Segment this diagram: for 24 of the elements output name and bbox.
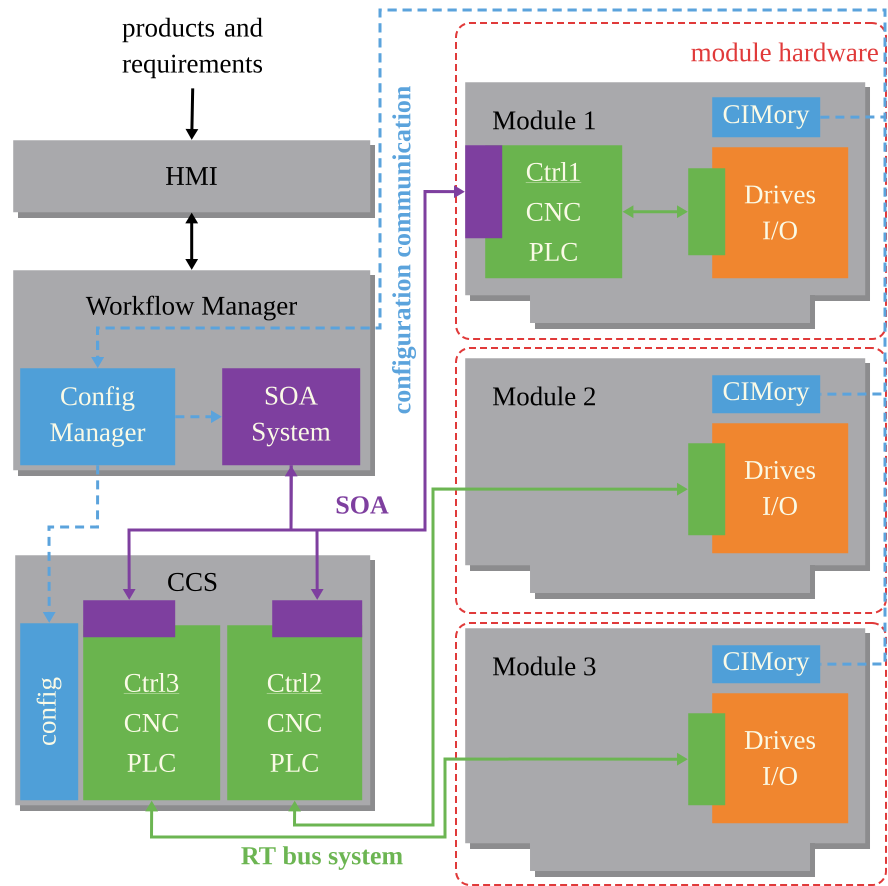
memory-box: CIMory [712, 375, 820, 414]
component-box: SOA System [222, 368, 360, 466]
port-tab [83, 600, 176, 638]
edge-label: SOA [334, 495, 390, 515]
dashed-region [455, 347, 888, 614]
memory-box: CIMory [712, 645, 820, 684]
component-box: config [20, 623, 78, 800]
memory-box: CIMory [712, 97, 820, 138]
layer-box: HMI [13, 140, 375, 218]
controller-box: Ctrl3 CNC PLC [83, 625, 220, 800]
drives-box: Drives I/O [712, 147, 848, 278]
controller-box: Ctrl2 CNC PLC [227, 625, 362, 800]
port-tab [688, 443, 726, 536]
component-box: Config Manager [20, 368, 176, 466]
controller-box: Ctrl1 CNC PLC [485, 145, 622, 278]
drives-box: Drives I/O [712, 423, 848, 554]
drives-box: Drives I/O [712, 693, 848, 824]
port-tab [272, 600, 362, 638]
edge-label: configuration communication [390, 84, 418, 416]
port-tab [465, 145, 502, 238]
port-tab [688, 713, 726, 806]
edge-label: RT bus system [240, 845, 404, 871]
input-label: products and requirements [122, 18, 263, 78]
port-tab [688, 168, 726, 256]
